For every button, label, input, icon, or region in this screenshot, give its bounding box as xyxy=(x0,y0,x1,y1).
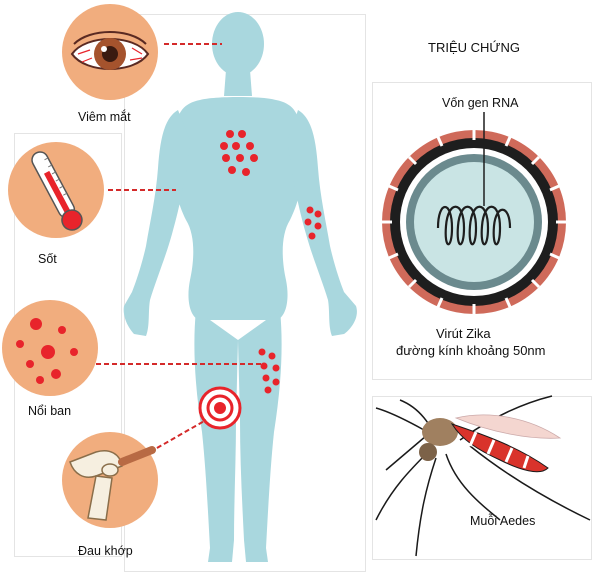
virus-size: đường kính khoảng 50nm xyxy=(396,343,546,358)
thermometer-icon xyxy=(8,142,104,238)
symptom-label-joint: Đau khớp xyxy=(78,544,133,558)
section-title: TRIỆU CHỨNG xyxy=(428,40,520,55)
rash-icon xyxy=(2,300,98,396)
symptom-label-rash: Nổi ban xyxy=(28,404,72,418)
symptom-label-eye: Viêm mắt xyxy=(78,110,131,124)
arm-rash xyxy=(304,206,322,240)
mosquito-frame xyxy=(372,396,592,560)
symptom-label-fever: Sốt xyxy=(38,252,57,266)
eye-icon xyxy=(62,4,158,100)
virus-core-label: Vốn gen RNA xyxy=(442,96,519,110)
virus-frame xyxy=(372,82,592,380)
mosquito-label: Muỗi Aedes xyxy=(470,514,536,528)
connector-lines xyxy=(96,43,262,453)
knee-joint-icon xyxy=(62,432,158,528)
knee-target-icon xyxy=(198,386,242,430)
virus-name: Virút Zika xyxy=(436,326,491,341)
zika-virus-icon xyxy=(382,112,566,314)
leg-rash xyxy=(258,348,280,394)
aedes-mosquito-icon xyxy=(375,395,591,557)
chest-rash xyxy=(220,130,258,176)
human-body-silhouette xyxy=(123,12,357,562)
